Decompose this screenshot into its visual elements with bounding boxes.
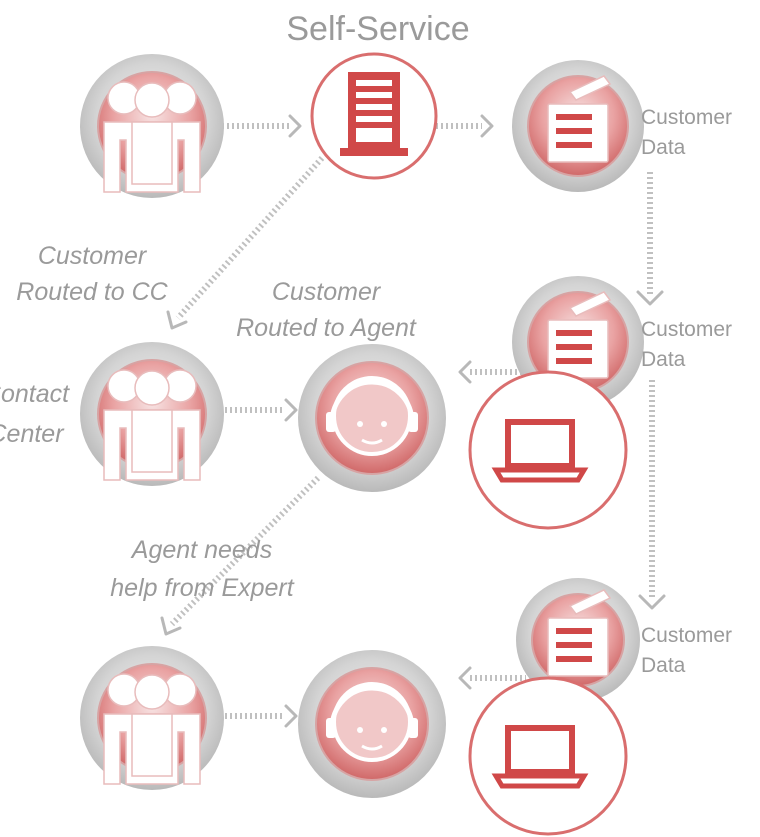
diagram-labels: Self-Service Customer Data Customer Rout…: [0, 10, 732, 677]
customer-group-icon: [103, 673, 201, 785]
agent-node: [298, 344, 446, 492]
contact-center-node: [80, 342, 224, 486]
arrow-icon: [166, 310, 188, 330]
arrow-left-icon: [458, 360, 472, 384]
expert-node: [298, 650, 446, 798]
arrow-icon: [160, 616, 182, 636]
connectors: [160, 114, 666, 728]
contact-center-label-line2: Center: [0, 420, 65, 448]
customer-data-label-2-line1: Customer: [641, 318, 732, 341]
arrow-icon: [288, 114, 302, 138]
customer-data-label-3-line2: Data: [641, 654, 686, 677]
ivr-server-icon: [340, 72, 408, 156]
agent-laptop-node: [468, 370, 628, 530]
customer-data-label-1-line1: Customer: [641, 106, 732, 129]
self-service-label: Self-Service: [286, 10, 469, 48]
self-service-node: [310, 52, 438, 180]
arrow-icon: [480, 114, 494, 138]
customer-data-node-3: [516, 578, 640, 702]
agent-needs-help-label-line1: Agent needs: [130, 536, 272, 564]
agent-needs-help-label-line2: help from Expert: [110, 574, 294, 602]
arrow-left-icon: [458, 666, 472, 690]
contact-center-label-line1: Contact: [0, 380, 70, 408]
customer-group-icon: [103, 81, 201, 193]
arrow-icon: [284, 704, 298, 728]
customer-data-label-2-line2: Data: [641, 348, 686, 371]
arrow-down-icon: [636, 290, 664, 306]
routed-to-cc-label-line2: Routed to CC: [16, 278, 168, 306]
arrow-icon: [284, 398, 298, 422]
expert-group-node: [80, 646, 224, 790]
customer-data-label-3-line1: Customer: [641, 624, 732, 647]
routed-to-cc-label-line1: Customer: [38, 242, 148, 270]
customer-data-node-1: [512, 60, 644, 192]
expert-laptop-node: [468, 676, 628, 836]
routed-to-agent-label-line1: Customer: [272, 278, 382, 306]
connector-selfservice-to-contactcenter: [175, 155, 325, 321]
customer-group-icon: [103, 369, 201, 481]
customer-node-1: [80, 54, 224, 198]
arrow-down-icon: [638, 594, 666, 610]
routed-to-agent-label-line2: Routed to Agent: [236, 314, 417, 342]
customer-data-label-1-line2: Data: [641, 136, 686, 159]
